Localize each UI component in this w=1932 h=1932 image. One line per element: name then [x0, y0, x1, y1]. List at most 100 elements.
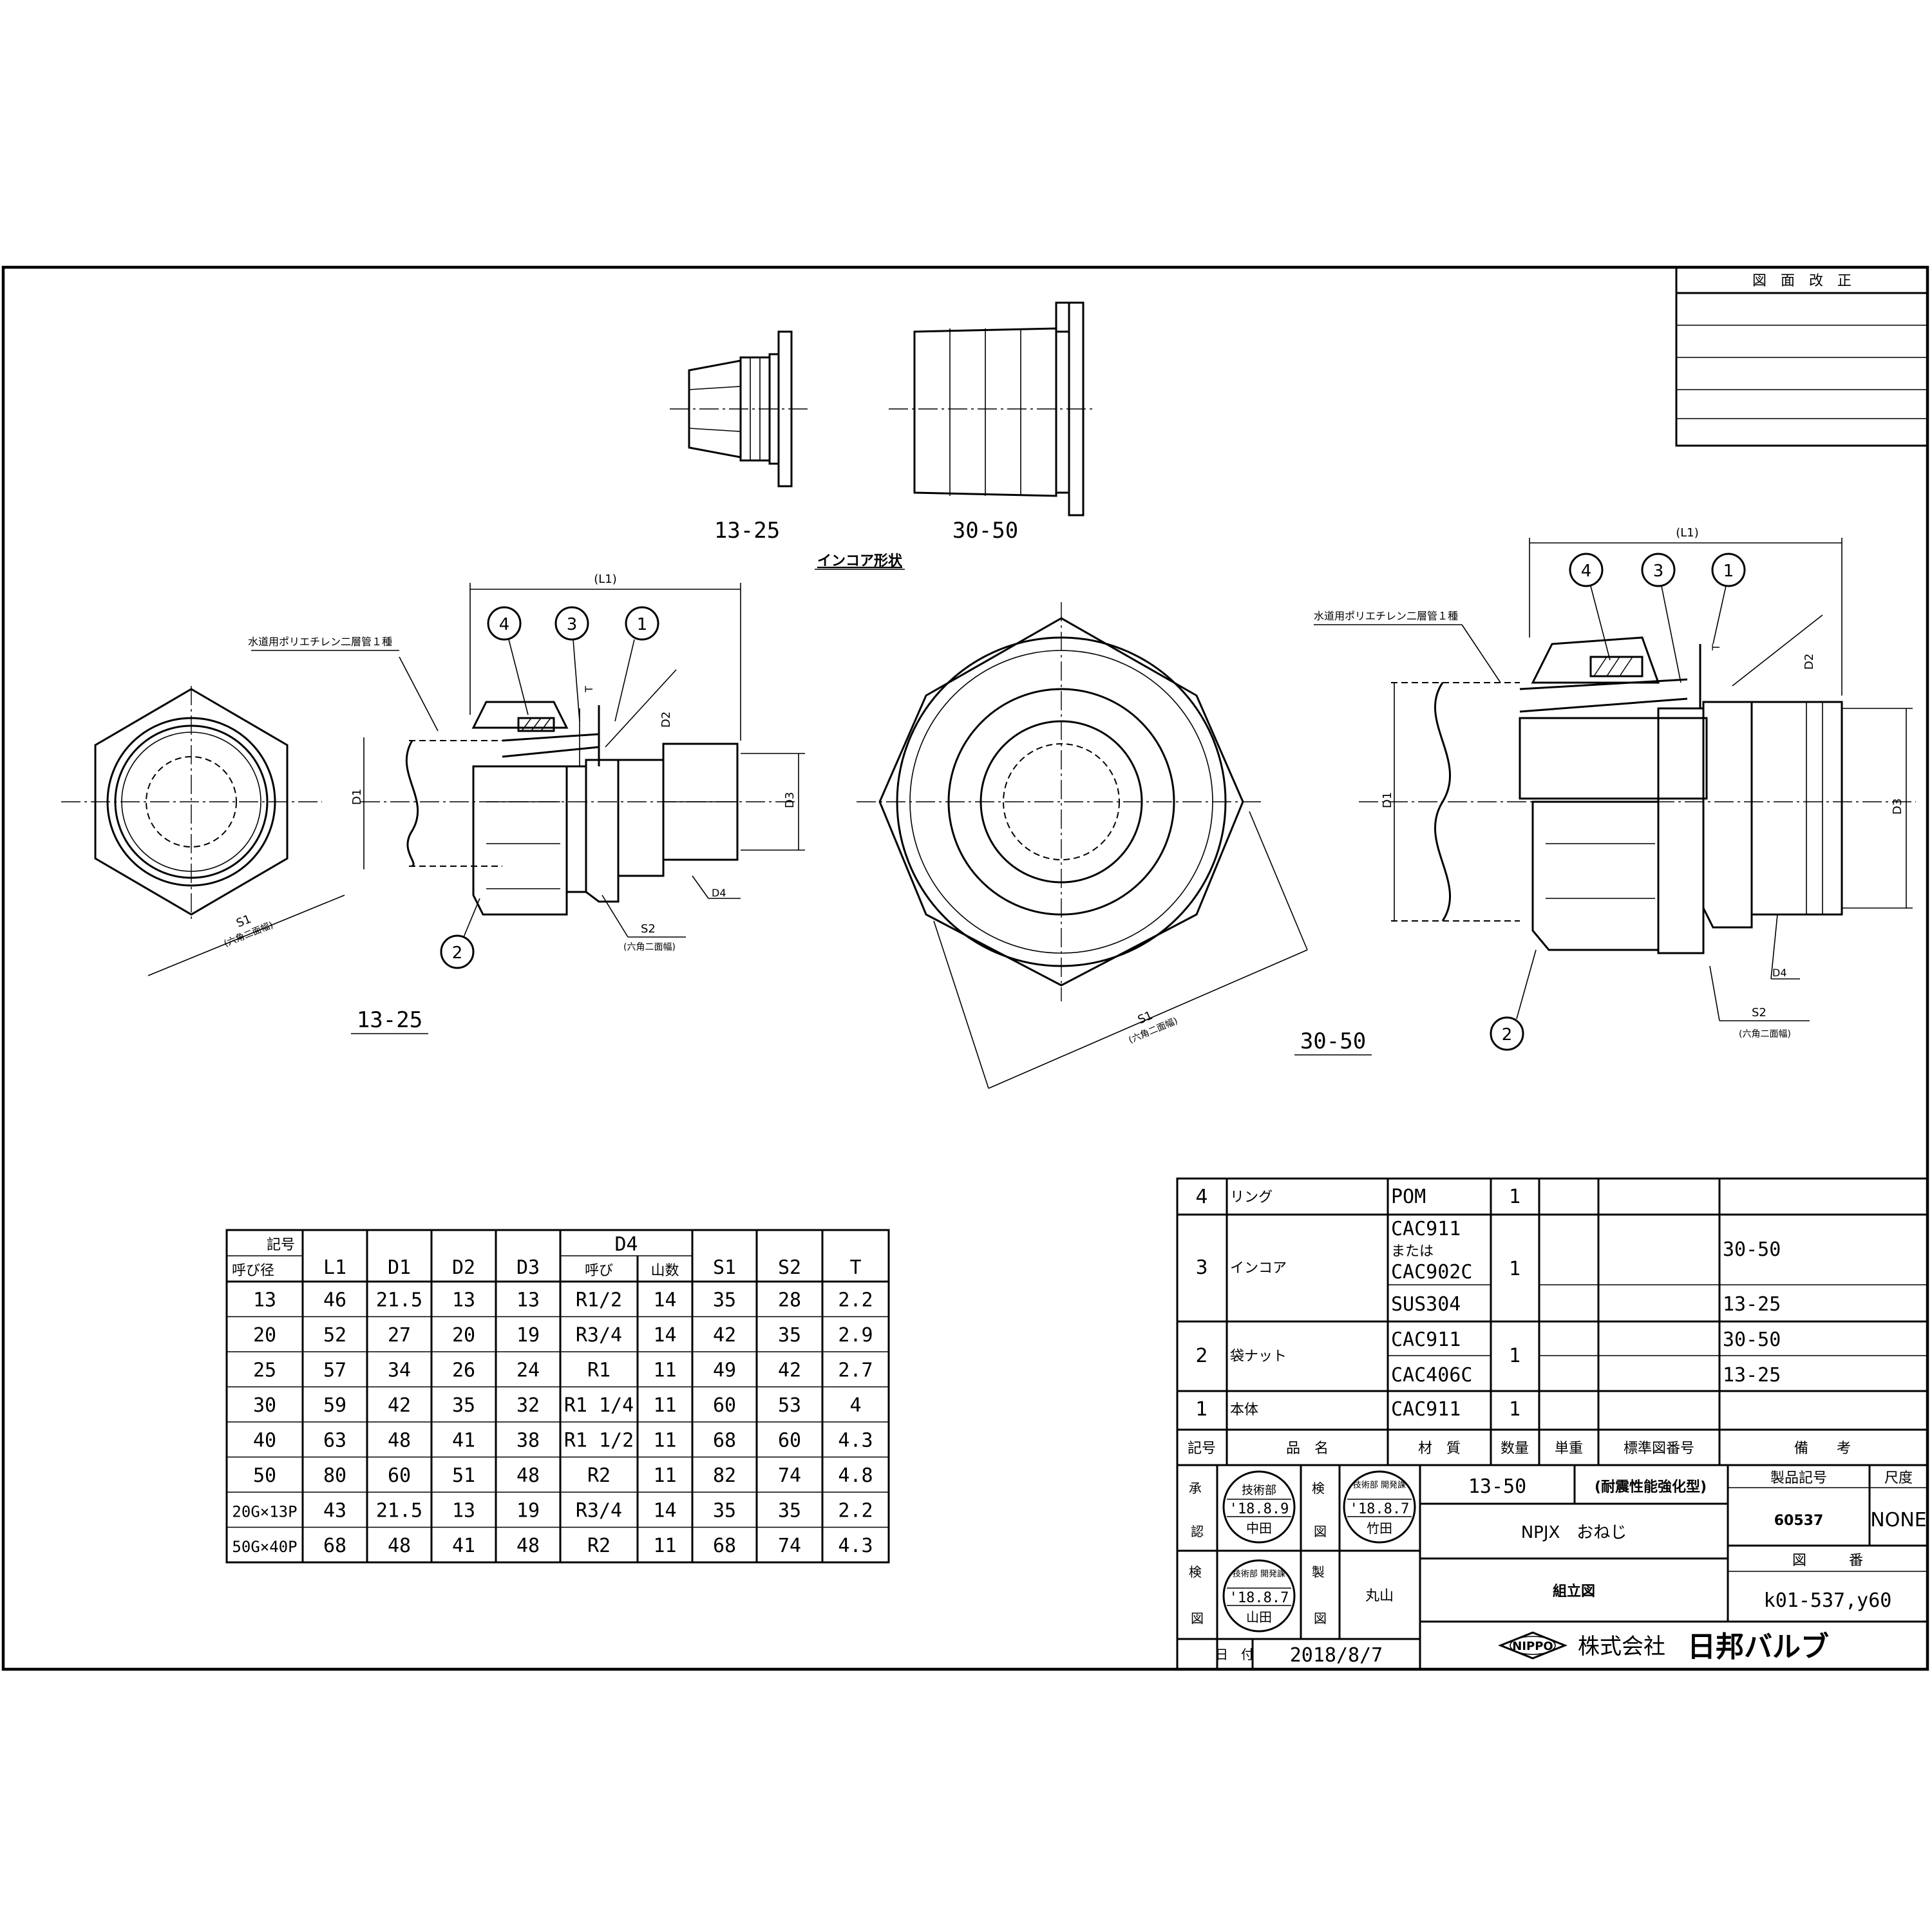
dimension-table-corner-top: 記号	[267, 1237, 295, 1253]
dimension-table-cell-r1-c8: 35	[778, 1324, 801, 1347]
dimension-table-cell-r6-c9: 2.2	[838, 1499, 873, 1522]
parts-header-notes: 備 考	[1794, 1441, 1851, 1457]
part-2-material-b: CAC406C	[1391, 1364, 1472, 1387]
dimension-table-cell-r7-c1: 68	[323, 1535, 346, 1557]
dimension-table-cell-r1-c9: 2.9	[838, 1324, 873, 1347]
large-s2-label: S2	[1752, 1006, 1766, 1019]
svg-text:中田: 中田	[1246, 1520, 1272, 1536]
part-4-qty: 1	[1509, 1186, 1520, 1208]
dimension-table-cell-r4-c5: R1 1/2	[564, 1429, 634, 1452]
drafter-name: 丸山	[1365, 1588, 1394, 1604]
dimension-table-cell-r7-c3: 41	[452, 1535, 475, 1557]
variant: (耐震性能強化型)	[1595, 1479, 1707, 1495]
dimension-table-cell-r0-c3: 13	[452, 1289, 475, 1311]
dimension-table-cell-r3-c7: 60	[713, 1394, 736, 1417]
svg-text:技術部 開発課: 技術部 開発課	[1353, 1480, 1406, 1490]
part-3-no: 3	[1195, 1256, 1208, 1279]
dimension-table-cell-r2-c9: 2.7	[838, 1359, 873, 1381]
stamp-inspector: 技術部 開発課 '18.8.7 山田	[1222, 1559, 1296, 1633]
dimension-table-cell-r1-c3: 20	[452, 1324, 475, 1347]
dimension-table-cell-r6-c6: 14	[653, 1499, 676, 1522]
date-value: 2018/8/7	[1290, 1644, 1383, 1667]
small-d4-label: D4	[712, 887, 726, 899]
dimension-table-header-d1: D1	[388, 1256, 411, 1279]
sheet-border	[1, 265, 1929, 1671]
part-3-note-b: 13-25	[1723, 1293, 1781, 1316]
part-2-no: 2	[1195, 1345, 1208, 1367]
incore-large-label: 30-50	[952, 518, 1018, 544]
parts-list: 4 リング POM 1 3 インコア CAC911 または CAC902C SU…	[1176, 1177, 1929, 1466]
dimension-table-cell-r6-c8: 35	[778, 1499, 801, 1522]
product-name: NPJX おねじ	[1521, 1523, 1627, 1542]
large-balloon-2: 2	[1490, 949, 1537, 1051]
drawing-no-label: 図 番	[1792, 1553, 1863, 1569]
dimension-table-cell-r0-c2: 21.5	[376, 1289, 422, 1311]
part-3-name: インコア	[1230, 1260, 1287, 1276]
dimension-table-corner-bottom: 呼び径	[232, 1263, 274, 1279]
large-balloon-1: 1	[1711, 553, 1746, 645]
dimension-table-cell-r5-c4: 48	[516, 1464, 540, 1487]
dimension-table-cell-r1-c2: 27	[388, 1324, 411, 1347]
dimension-table-cell-r3-c6: 11	[653, 1394, 676, 1417]
inspect-label: 検 図	[1189, 1564, 1206, 1626]
small-d2-label: D2	[659, 712, 673, 728]
drawing-type: 組立図	[1553, 1583, 1595, 1600]
scale-label: 尺度	[1884, 1470, 1913, 1486]
dimension-table-cell-r7-c4: 48	[516, 1535, 540, 1557]
dimension-table-frame	[225, 1229, 890, 1564]
dimension-table-cell-r0-c4: 13	[516, 1289, 540, 1311]
dimension-table-cell-r4-c2: 48	[388, 1429, 411, 1452]
dimension-table-cell-r3-c1: 59	[323, 1394, 346, 1417]
parts-header-name: 品 名	[1286, 1441, 1329, 1457]
dimension-table-cell-r4-c7: 68	[713, 1429, 736, 1452]
dimension-table-cell-r0-c7: 35	[713, 1289, 736, 1311]
part-1-name: 本体	[1230, 1402, 1258, 1418]
dimension-table-cell-r5-c1: 80	[323, 1464, 346, 1487]
part-2-name: 袋ナット	[1230, 1349, 1287, 1365]
dimension-table-cell-r7-c7: 68	[713, 1535, 736, 1557]
dimension-table-cell-r6-c2: 21.5	[376, 1499, 422, 1522]
dimension-table-cell-r1-c1: 52	[323, 1324, 346, 1347]
dimension-table-cell-r0-c8: 28	[778, 1289, 801, 1311]
dimension-table-cell-r6-c1: 43	[323, 1499, 346, 1522]
dimension-table-cell-r7-c5: R2	[587, 1535, 611, 1557]
dimension-table-cell-r6-c4: 19	[516, 1499, 540, 1522]
dimension-table-cell-r5-c9: 4.8	[838, 1464, 873, 1487]
svg-text:NIPPO: NIPPO	[1512, 1640, 1553, 1653]
dimension-table-cell-r7-c0: 50G×40P	[232, 1538, 297, 1556]
dimension-table-cell-r2-c6: 11	[653, 1359, 676, 1381]
stamp-approver: 技術部 '18.8.9 中田	[1222, 1470, 1296, 1544]
dimension-table-cell-r5-c3: 51	[452, 1464, 475, 1487]
small-balloon-2: 2	[440, 898, 480, 969]
small-d1-label: D1	[350, 789, 364, 805]
dimension-table-cell-r4-c0: 40	[253, 1429, 276, 1452]
svg-text:'18.8.7: '18.8.7	[1350, 1501, 1410, 1517]
large-end-view: S1 (六角二面幅)	[857, 602, 1308, 1089]
dimension-table-cell-r5-c7: 82	[713, 1464, 736, 1487]
large-balloon-4: 4	[1569, 553, 1611, 661]
part-2-material-a: CAC911	[1391, 1329, 1461, 1351]
small-t-label: T	[583, 686, 595, 693]
small-s2-label: S2	[641, 922, 656, 936]
svg-text:3: 3	[1653, 562, 1664, 581]
dimension-table-cell-r1-c5: R3/4	[576, 1324, 622, 1347]
date-label: 日 付	[1215, 1647, 1254, 1662]
dimension-table-cell-r4-c3: 41	[452, 1429, 475, 1452]
dimension-table-cell-r1-c0: 20	[253, 1324, 276, 1347]
parts-header-weight: 単重	[1555, 1441, 1583, 1457]
dimension-table-cell-r0-c0: 13	[253, 1289, 276, 1311]
dimension-table-cell-r5-c8: 74	[778, 1464, 801, 1487]
revision-block-title: 図 面 改 正	[1752, 273, 1852, 289]
drawing-no: k01-537,y60	[1764, 1589, 1892, 1612]
small-balloon-1: 1	[614, 606, 659, 722]
draw-label: 製 図	[1312, 1564, 1329, 1626]
dimension-table-cell-r3-c0: 30	[253, 1394, 276, 1417]
title-block: 承 認 検 図 検 図 製 図 日 付 2018/8/7 技術部 '18.8.9…	[1176, 1464, 1929, 1671]
dimension-table-cell-r4-c4: 38	[516, 1429, 540, 1452]
parts-header-material: 材 質	[1418, 1441, 1461, 1457]
product-code: 60537	[1774, 1513, 1824, 1529]
dimension-table-header-d4: D4	[614, 1233, 638, 1256]
dimension-table-subheader-yamasu: 山数	[650, 1263, 679, 1279]
revision-block: 図 面 改 正	[1675, 266, 1929, 447]
